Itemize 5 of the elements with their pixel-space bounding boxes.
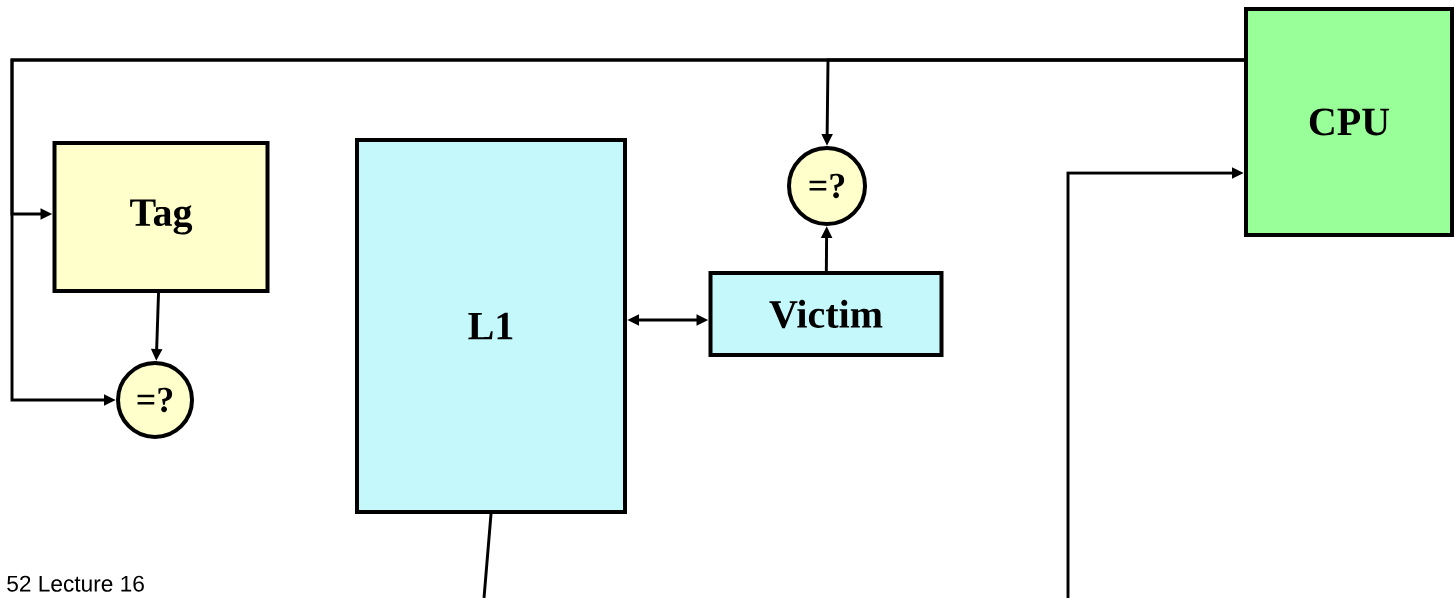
block-box: Tag	[52, 141, 270, 293]
footer-text: 52 Lecture 16	[7, 575, 144, 592]
block-box: L1	[355, 138, 627, 514]
block-box: Victim	[708, 271, 944, 357]
block-box: CPU	[1244, 7, 1454, 237]
